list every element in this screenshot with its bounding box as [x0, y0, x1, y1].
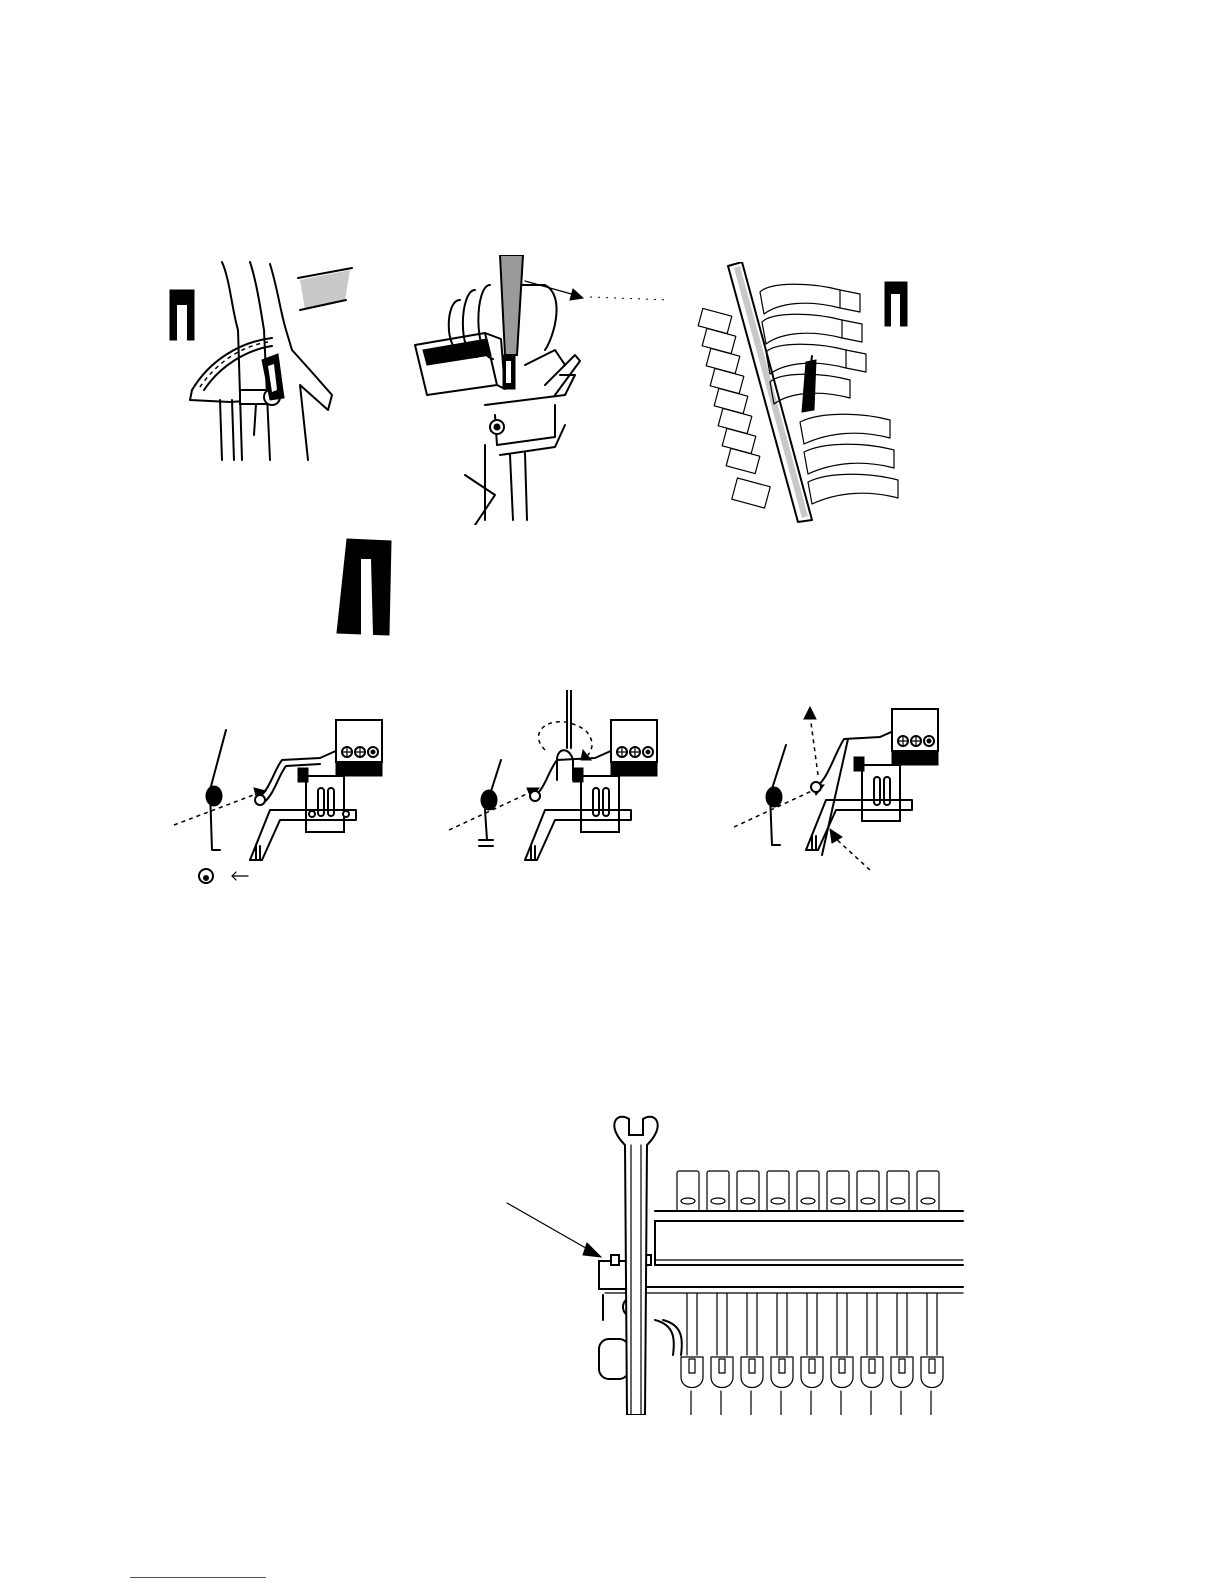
figure-spring-step-2: [445, 690, 670, 870]
figure-wrench-on-rail: [505, 1115, 965, 1415]
figure-hammer-shanks-shim: [690, 262, 940, 524]
spring-icon: [766, 745, 786, 845]
screwdriver-drawing: [405, 255, 675, 525]
figure-damper-lever-shim: [160, 250, 380, 480]
shim-icon: [885, 282, 907, 328]
damper-lever-drawing: [160, 250, 380, 480]
large-shim-icon: [335, 535, 395, 640]
figure-spring-step-3: [730, 705, 955, 880]
spring-step-2-drawing: [445, 690, 670, 870]
footer-rule: [130, 1577, 266, 1578]
shim-icon: [170, 290, 194, 341]
wrench-on-rail-drawing: [505, 1115, 965, 1415]
figure-spring-step-1: [170, 710, 395, 890]
hook-tool-icon: [539, 690, 592, 780]
spring-step-3-drawing: [730, 705, 955, 880]
spring-step-1-drawing: [170, 710, 395, 890]
e-clip-icon: [199, 869, 248, 883]
hammer-shanks-drawing: [690, 262, 940, 524]
figure-screwdriver-adjust: [405, 255, 675, 525]
figure-large-shim: [335, 535, 395, 640]
screwdriver-icon: [500, 255, 523, 389]
